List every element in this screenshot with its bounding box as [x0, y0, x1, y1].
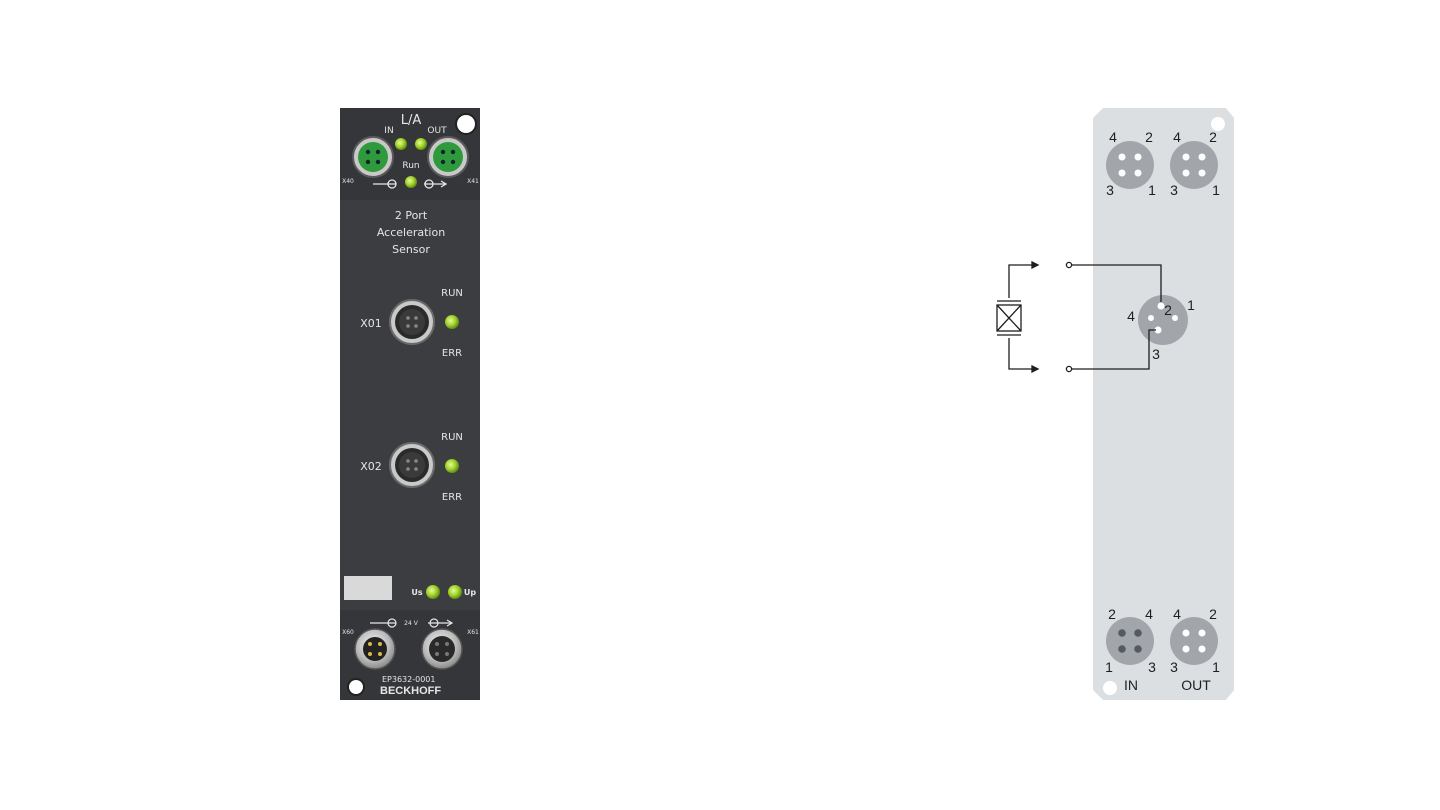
port-x02-err-label: ERR: [442, 492, 462, 503]
wire-pin2: [1070, 264, 1162, 302]
port-x01: X01 RUN ERR: [360, 288, 463, 359]
led-run: [405, 176, 417, 188]
pin-label: 1: [1212, 182, 1220, 198]
pinout-bottom-left-connector: 2 4 1 3: [1105, 606, 1156, 675]
led-us: [426, 585, 440, 599]
pin-label: 3: [1106, 182, 1114, 198]
port-x02-led: [445, 459, 459, 473]
la-label: L/A: [401, 113, 422, 128]
plate-hole-bottom: [1103, 681, 1117, 695]
pinout-out-label: OUT: [1181, 677, 1211, 693]
pin-1-dot: [1172, 315, 1178, 321]
out-label: OUT: [427, 126, 447, 136]
port-x01-connector[interactable]: [389, 299, 435, 345]
ethercat-arrow-icons: [373, 179, 448, 189]
pin-label: 3: [1170, 182, 1178, 198]
wiring: [997, 260, 1162, 374]
power-arrow-icons: [370, 618, 454, 628]
pin-4-dot: [1148, 315, 1154, 321]
wire-pin3: [1070, 329, 1156, 370]
pinout-in-label: IN: [1124, 677, 1138, 693]
port-x02-run-label: RUN: [441, 432, 463, 443]
wire-sensor-bottom: [1008, 338, 1032, 370]
pin-label: 3: [1148, 659, 1156, 675]
pin-label: 4: [1145, 606, 1153, 622]
part-number: EP3632-0001: [382, 675, 435, 684]
sensor-icon: [996, 304, 1022, 332]
port-x01-led: [445, 315, 459, 329]
run-label: Run: [402, 161, 419, 171]
x40-label: X40: [342, 178, 354, 185]
pin-label: 4: [1109, 129, 1117, 145]
pinout-plate: [1093, 108, 1234, 700]
port-x02-connector[interactable]: [389, 442, 435, 488]
pin-label: 1: [1105, 659, 1113, 675]
x60-label: X60: [342, 629, 354, 636]
brand-logo: BECKHOFF: [380, 685, 441, 697]
led-la-out: [415, 138, 427, 150]
port-x02: X02 RUN ERR: [360, 432, 463, 503]
pin-label: 2: [1145, 129, 1153, 145]
connector-x40[interactable]: [352, 136, 394, 178]
pinout-top-right-connector: 4 2 3 1: [1170, 129, 1220, 198]
up-label: Up: [464, 588, 476, 597]
pin-label: 4: [1173, 129, 1181, 145]
connector-x61[interactable]: [421, 628, 463, 670]
connector-x60[interactable]: [354, 628, 396, 670]
x41-label: X41: [467, 178, 479, 185]
label-field: [344, 576, 392, 600]
pin-label: 4: [1127, 308, 1135, 324]
port-x01-run-label: RUN: [441, 288, 463, 299]
pin-label: 3: [1152, 346, 1160, 362]
pin-label: 2: [1164, 302, 1172, 318]
in-label: IN: [384, 126, 393, 136]
pinout-top-left-connector: 4 2 3 1: [1106, 129, 1156, 198]
led-la-in: [395, 138, 407, 150]
description-line-2: Acceleration: [377, 226, 445, 239]
pin-3-dot: [1154, 326, 1162, 334]
pinout-sensor-connector: 2 1 4 3: [1127, 295, 1195, 362]
pin-label: 1: [1187, 297, 1195, 313]
mount-hole-top: [455, 113, 477, 135]
port-x01-err-label: ERR: [442, 348, 462, 359]
pin-label: 1: [1212, 659, 1220, 675]
voltage-label: 24 V: [404, 620, 419, 627]
pin-2-dot: [1157, 302, 1165, 310]
port-x01-label: X01: [360, 317, 382, 330]
mount-hole-bottom: [347, 678, 365, 696]
description-line-3: Sensor: [392, 243, 430, 256]
pinout-diagram: 4 2 3 1 4 2 3 1 2 1 4 3: [996, 108, 1234, 700]
pin-label: 1: [1148, 182, 1156, 198]
wire-sensor-top: [1008, 264, 1032, 298]
port-x02-label: X02: [360, 460, 382, 473]
pin-label: 4: [1173, 606, 1181, 622]
pin-label: 2: [1209, 606, 1217, 622]
pin-label: 2: [1209, 129, 1217, 145]
pinout-bottom-right-connector: 4 2 3 1: [1170, 606, 1220, 675]
module-housing: L/A IN OUT Run X40 X41: [340, 108, 480, 700]
led-up: [448, 585, 462, 599]
pin-label: 3: [1170, 659, 1178, 675]
us-label: Us: [411, 588, 422, 597]
plate-hole-top: [1211, 117, 1225, 131]
pin-label: 2: [1108, 606, 1116, 622]
housing-body: [340, 108, 480, 700]
connector-x41[interactable]: [427, 136, 469, 178]
description-line-1: 2 Port: [395, 209, 428, 222]
x61-label: X61: [467, 629, 479, 636]
